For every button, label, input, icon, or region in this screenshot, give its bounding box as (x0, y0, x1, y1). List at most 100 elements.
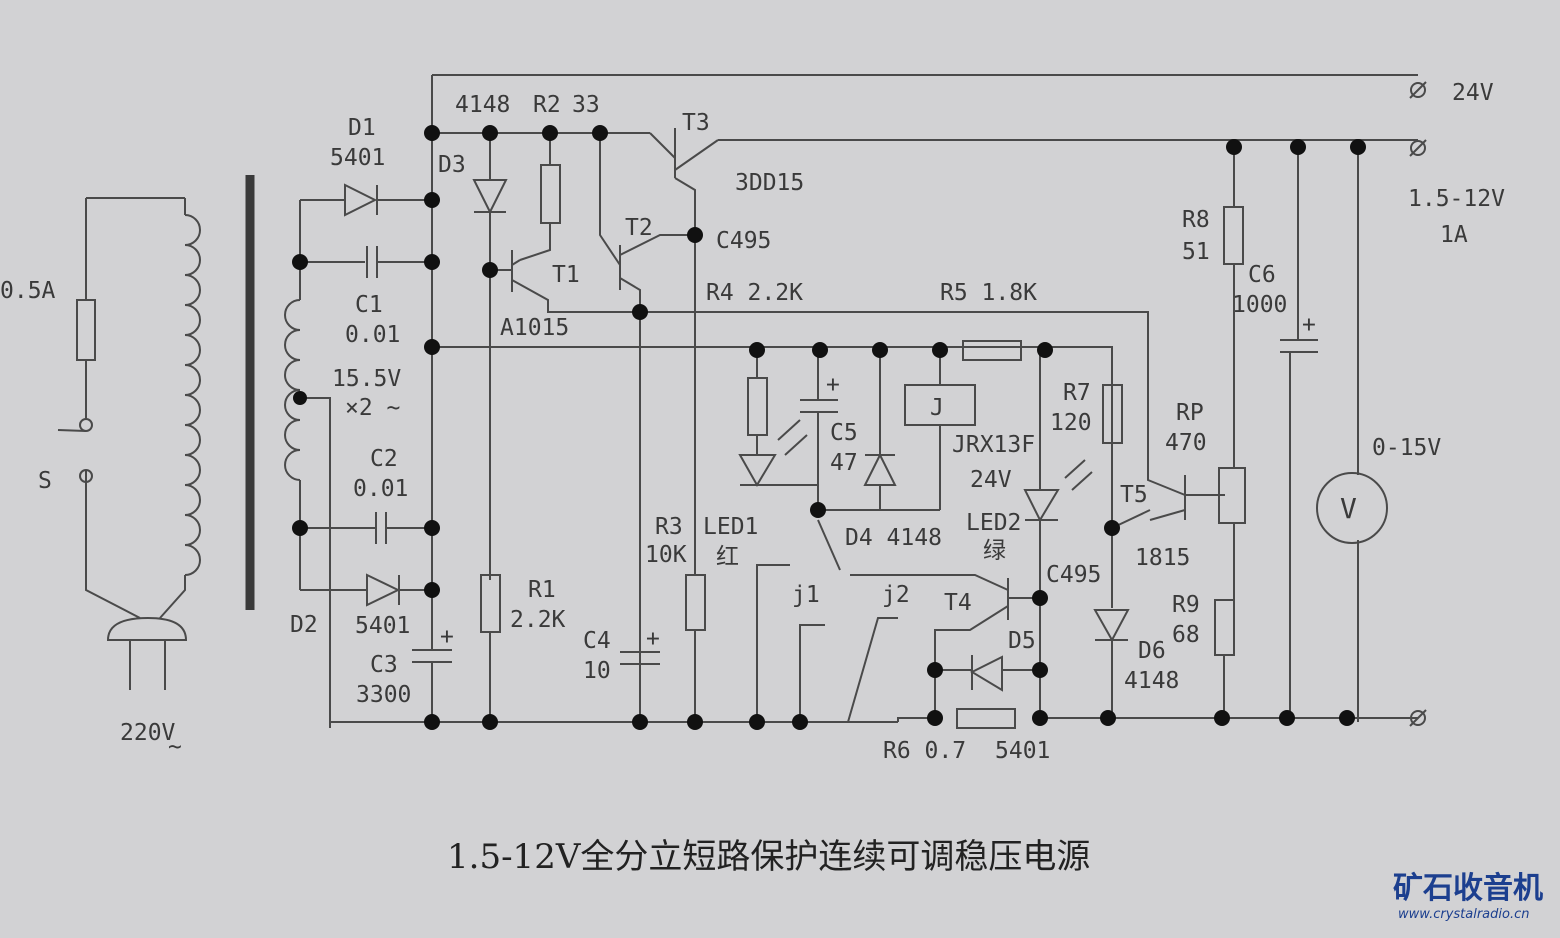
label-r3-val: 10K (645, 542, 687, 568)
relay-coil: J JRX13F 24V (904, 347, 1035, 510)
label-r4: R4 2.2K (706, 280, 803, 306)
label-r3: R3 (655, 514, 683, 540)
voltmeter: V 0-15V (1316, 140, 1441, 722)
label-c1: C1 (355, 292, 383, 318)
label-meter-range: 0-15V (1372, 435, 1441, 461)
label-t5: T5 (1120, 482, 1148, 508)
label-j2: j2 (882, 582, 910, 608)
label-c6: C6 (1248, 262, 1276, 288)
label-c495-t2: C495 (716, 228, 771, 254)
diode-d2: D2 5401 (290, 573, 432, 639)
diode-d1: D1 5401 (330, 115, 432, 217)
label-c6-val: 1000 (1232, 292, 1287, 318)
label-r6: R6 0.7 (883, 738, 966, 764)
label-out24: 24V (1452, 80, 1494, 106)
label-switch: S (38, 468, 52, 494)
label-r2: R2 (533, 92, 561, 118)
voltage-divider: R8 51 RP 470 R9 68 (1165, 140, 1246, 722)
capacitor-c5: + C5 47 (800, 347, 858, 510)
switch-s (57, 429, 87, 432)
label-c2-val: 0.01 (353, 476, 408, 502)
label-r8: R8 (1182, 207, 1210, 233)
transistor-t5: T5 1815 (1111, 475, 1225, 608)
capacitor-c3: + C3 3300 (356, 590, 454, 722)
label-d2: D2 (290, 612, 318, 638)
label-t3-part: 3DD15 (735, 170, 804, 196)
led1-branch: LED1 红 (703, 347, 818, 570)
resistor-r3: R3 10K (645, 514, 706, 722)
output-terminals: 24V 1.5-12V 1A (1408, 80, 1505, 727)
label-rp-val: 470 (1165, 430, 1207, 456)
label-plus: + (826, 372, 840, 398)
label-led2: LED2 (966, 510, 1021, 536)
primary-winding (184, 214, 201, 576)
label-r2-val: 33 (572, 92, 600, 118)
label-d4: D4 4148 (845, 525, 942, 551)
label-r7-val: 120 (1050, 410, 1092, 436)
label-relay-coil: J (930, 395, 944, 421)
label-t4-part: C495 (1046, 562, 1101, 588)
transistor-t4: T4 C495 (850, 562, 1101, 722)
resistor-r1: R1 2.2K (480, 574, 566, 722)
label-plus: + (1302, 312, 1316, 338)
label-d3: D3 (438, 152, 466, 178)
label-d3-part: 4148 (455, 92, 510, 118)
label-d6-part: 4148 (1124, 668, 1179, 694)
label-d1: D1 (348, 115, 376, 141)
label-outcur: 1A (1440, 222, 1468, 248)
resistor-r7: R7 120 (1050, 380, 1123, 444)
label-t4: T4 (944, 590, 972, 616)
fuse (76, 299, 96, 361)
label-c5: C5 (830, 420, 858, 446)
capacitor-c4: + C4 10 (583, 626, 660, 684)
resistor-r5 (962, 340, 1022, 361)
label-d6: D6 (1138, 638, 1166, 664)
label-d1-part: 5401 (330, 145, 385, 171)
diagram-title: 1.5-12V全分立短路保护连续可调稳压电源 (447, 837, 1090, 877)
label-r8-val: 51 (1182, 239, 1210, 265)
label-mains: 220V (120, 720, 176, 746)
transistor-t2: T2 C495 (599, 133, 771, 722)
transistor-t3: T3 3DD15 (649, 110, 804, 575)
label-mains-ac: ~ (168, 734, 182, 760)
label-led1: LED1 (703, 514, 758, 540)
label-r7: R7 (1063, 380, 1091, 406)
junction-dots (292, 125, 1366, 730)
label-c3: C3 (370, 652, 398, 678)
diode-d6: D6 4148 (1093, 609, 1179, 722)
label-r9: R9 (1172, 592, 1200, 618)
label-t1-part: A1015 (500, 315, 569, 341)
label-r5: R5 1.8K (940, 280, 1037, 306)
label-t3: T3 (682, 110, 710, 136)
label-c3-val: 3300 (356, 682, 411, 708)
label-t2: T2 (625, 215, 653, 241)
label-transformer: 15.5V (332, 366, 401, 392)
label-r9-val: 68 (1172, 622, 1200, 648)
label-c1-val: 0.01 (345, 322, 400, 348)
capacitor-c2: C2 0.01 (353, 446, 432, 544)
label-r1-val: 2.2K (510, 607, 566, 633)
resistor-r2: R2 33 (519, 92, 600, 261)
diode-d3: 4148 D3 (438, 92, 510, 580)
label-led1-color: 红 (716, 544, 739, 570)
label-rp: RP (1176, 400, 1204, 426)
label-c2: C2 (370, 446, 398, 472)
label-j1: j1 (792, 582, 820, 608)
capacitor-c6: + C6 1000 (1232, 140, 1318, 722)
label-relay-v: 24V (970, 467, 1012, 493)
label-r1: R1 (528, 577, 556, 603)
watermark-site-name: 矿石收音机 (1393, 871, 1543, 906)
mains-input: 0.5A S 220V ~ (0, 197, 201, 760)
label-c4: C4 (583, 628, 611, 654)
label-relay-part: JRX13F (952, 432, 1035, 458)
label-d5: D5 (1008, 628, 1036, 654)
label-transformer-mul: ×2 ~ (345, 395, 400, 421)
capacitor-c1: C1 0.01 (345, 246, 432, 348)
label-led2-color: 绿 (983, 538, 1006, 564)
label-outadj: 1.5-12V (1408, 186, 1505, 212)
relay-contacts: j1 j2 (756, 519, 910, 723)
secondary-winding (284, 199, 376, 728)
diode-d5: D5 (935, 628, 1040, 692)
